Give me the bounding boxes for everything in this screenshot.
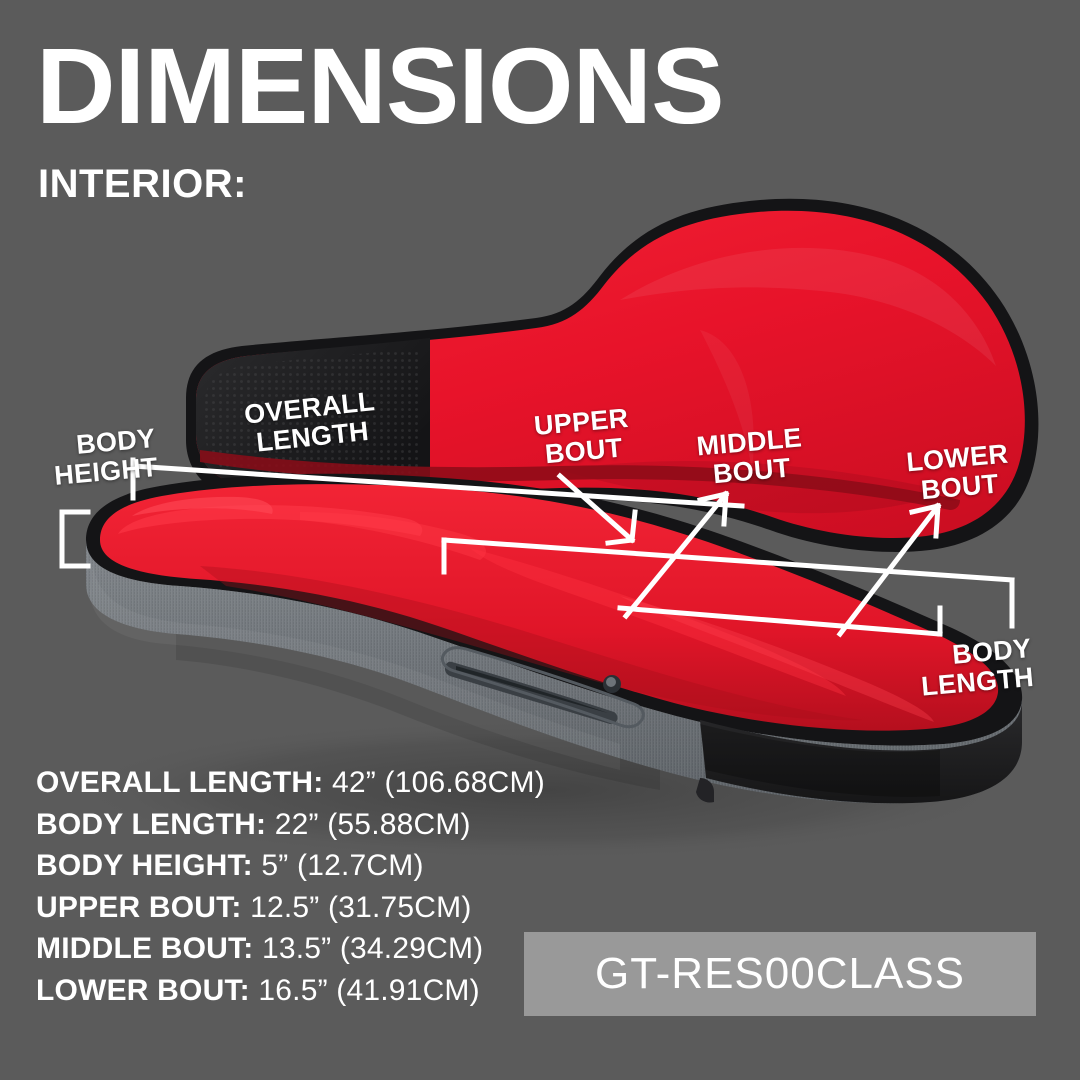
- dimension-label: OVERALL LENGTH:: [36, 766, 324, 799]
- dimension-label: UPPER BOUT:: [36, 890, 242, 924]
- dimension-value: 22” (55.88CM): [274, 807, 471, 841]
- model-number-badge: GT-RES00CLASS: [524, 932, 1036, 1016]
- dimension-value: 13.5” (34.29CM): [261, 932, 484, 965]
- dimension-value: 16.5” (41.91CM): [258, 973, 480, 1007]
- dimension-list: OVERALL LENGTH: 42” (106.68CM) BODY LENG…: [36, 762, 556, 1011]
- callout-body-height: BODY HEIGHT: [34, 423, 159, 492]
- dimension-row: LOWER BOUT: 16.5” (41.91CM): [36, 970, 556, 1012]
- dimension-row: MIDDLE BOUT: 13.5” (34.29CM): [36, 928, 556, 970]
- model-number-text: GT-RES00CLASS: [594, 949, 966, 998]
- callout-body-length: BODY LENGTH: [900, 633, 1035, 703]
- page-subtitle: INTERIOR:: [38, 162, 247, 206]
- dimension-label: MIDDLE BOUT:: [36, 932, 254, 965]
- page-title: DIMENSIONS: [36, 25, 725, 146]
- dimension-label: BODY HEIGHT:: [36, 849, 253, 882]
- dimension-label: LOWER BOUT:: [36, 973, 250, 1007]
- dimension-value: 5” (12.7CM): [261, 849, 424, 882]
- dimension-row: UPPER BOUT: 12.5” (31.75CM): [36, 887, 556, 929]
- dimension-value: 42” (106.68CM): [332, 766, 545, 799]
- dimension-row: BODY LENGTH: 22” (55.88CM): [36, 804, 556, 846]
- dimension-row: OVERALL LENGTH: 42” (106.68CM): [36, 762, 556, 804]
- dimension-label: BODY LENGTH:: [36, 807, 267, 841]
- dimension-value: 12.5” (31.75CM): [250, 890, 472, 924]
- dimension-row: BODY HEIGHT: 5” (12.7CM): [36, 845, 556, 887]
